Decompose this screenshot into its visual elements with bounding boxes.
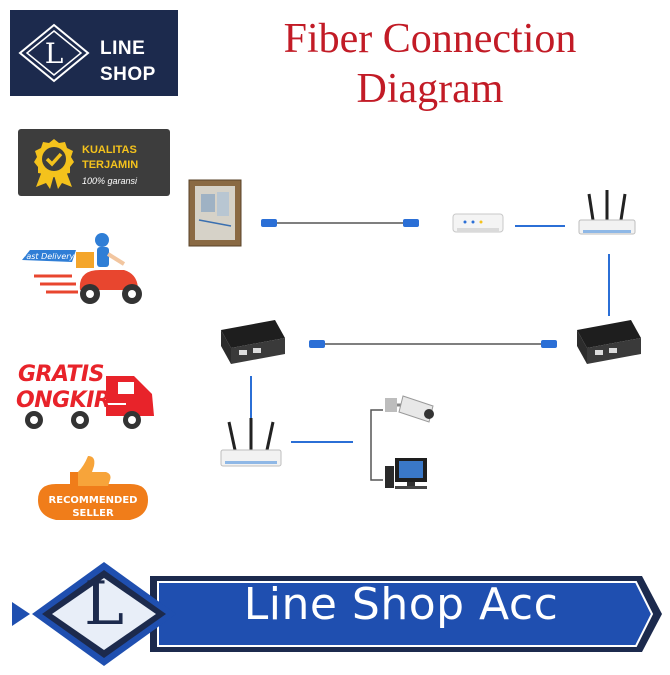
diagram-title: Fiber Connection Diagram	[200, 14, 660, 114]
device-branch-line	[370, 409, 383, 481]
quality-line1: KUALITAS	[82, 144, 137, 156]
recommended-line1: RECOMMENDED	[48, 495, 138, 506]
media-converter-icon	[221, 320, 285, 364]
fiber-patch-cable-top	[261, 219, 419, 227]
delivery-truck-icon	[25, 376, 154, 429]
fiber-connection-diagram	[188, 179, 641, 489]
desktop-computer-icon	[385, 458, 427, 489]
free-shipping-line1: GRATIS	[18, 362, 104, 387]
fast-delivery-label: Fast Delivery	[22, 252, 75, 261]
free-shipping-line2: ONGKIR	[16, 388, 111, 413]
recommended-seller-badge: RECOMMENDED SELLER	[32, 452, 154, 527]
logo-mark: L	[45, 37, 64, 70]
fast-delivery-badge: Fast Delivery	[20, 230, 150, 315]
title-line1: Fiber Connection	[283, 16, 577, 62]
quality-line2: TERJAMIN	[82, 159, 139, 171]
media-converter-icon	[577, 320, 641, 364]
delivery-scooter-icon: Fast Delivery	[22, 233, 142, 304]
verified-medal-icon	[34, 139, 74, 189]
banner-mark: L	[84, 569, 124, 639]
banner-text: Line Shop Acc	[243, 579, 559, 630]
quality-line3: 100% garansi	[82, 176, 138, 186]
modem-icon	[452, 213, 504, 233]
distribution-box-icon	[188, 179, 242, 247]
title-line2: Diagram	[356, 66, 504, 112]
diamond-logo-icon: L	[18, 23, 90, 83]
quality-badge: KUALITAS TERJAMIN 100% garansi	[18, 129, 170, 196]
recommended-line2: SELLER	[72, 508, 114, 519]
fiber-patch-cable-middle	[309, 340, 557, 348]
banner-shape	[12, 562, 662, 666]
cctv-camera-icon	[385, 395, 434, 423]
thumbs-up-icon	[38, 456, 148, 520]
shop-banner: L Line Shop Acc	[0, 560, 670, 670]
wireless-router-icon	[220, 418, 282, 467]
logo-text-line2: SHOP	[100, 64, 156, 85]
wireless-router-icon	[578, 190, 636, 235]
logo-text-line1: LINE	[100, 38, 146, 59]
free-shipping-badge: GRATIS ONGKIR	[14, 358, 162, 437]
shop-logo: L LINE SHOP	[10, 10, 178, 96]
